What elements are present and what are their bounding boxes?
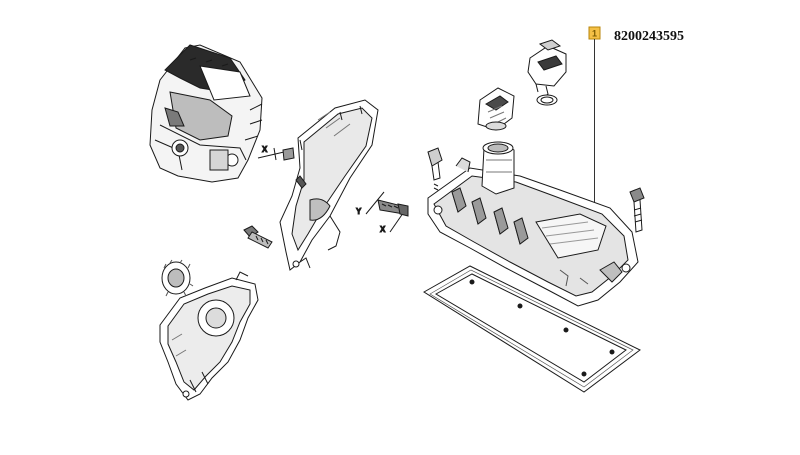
timing-belt-lower-cover[interactable] [159, 271, 259, 401]
valve-cover[interactable] [427, 141, 639, 307]
rocker-cover-gasket[interactable] [423, 265, 641, 393]
breather-neck[interactable] [477, 87, 515, 131]
axis-label-x-top: X [262, 145, 268, 154]
cover-fixing-bolt[interactable] [629, 187, 645, 233]
crank-sprocket[interactable] [161, 259, 194, 297]
stud-bolt[interactable]: Y X [356, 191, 409, 235]
part-callout[interactable]: 1 8200243595 [588, 26, 684, 214]
hex-bolt-left[interactable] [243, 225, 273, 249]
axis-label-x: X [380, 225, 386, 234]
fastener-x-axis[interactable]: X [257, 145, 295, 161]
sensor-plug[interactable] [427, 147, 443, 191]
axis-label-y: Y [356, 207, 362, 216]
timing-belt-upper-cover[interactable] [279, 99, 379, 271]
oil-filler-cap[interactable] [527, 39, 567, 106]
engine-block[interactable] [149, 44, 263, 183]
part-number-label[interactable]: 8200243595 [614, 29, 684, 44]
callout-number: 1 [592, 29, 597, 39]
